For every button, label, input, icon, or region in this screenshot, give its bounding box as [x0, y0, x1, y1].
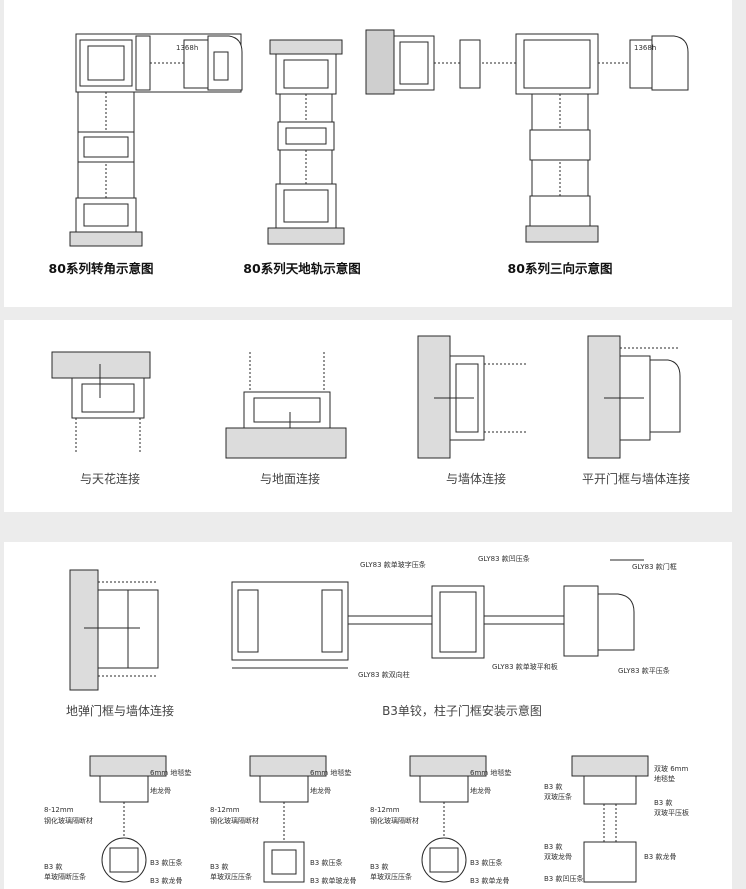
callout-door-frame: GLY83 款门框 [632, 563, 677, 571]
d4-label-b: 地毯垫 [654, 775, 675, 783]
callout-two-way-post: GLY83 款双向柱 [358, 671, 410, 679]
d2-label-e: B3 款 [210, 863, 229, 871]
caption-floor-ceiling: 80系列天地轨示意图 [243, 261, 361, 276]
d4-label-f: 双玻平压板 [654, 809, 689, 817]
floor-ceiling-diagram [267, 39, 345, 245]
swing-door-wall-diagram [587, 335, 681, 459]
d3-label-g: B3 款压条 [470, 859, 503, 867]
d1-label-b: 地龙骨 [150, 787, 171, 795]
d3-label-a: 6mm 地毯垫 [470, 769, 512, 777]
dim-label-corner: 1368h [176, 44, 199, 52]
d1-label-g: B3 款压条 [150, 859, 183, 867]
detail-3 [409, 755, 487, 883]
d1-label-a: 6mm 地毯垫 [150, 769, 192, 777]
d4-label-i: B3 款龙骨 [644, 853, 677, 861]
ceiling-connection-diagram [51, 351, 151, 452]
d3-label-c: 8-12mm [370, 806, 400, 814]
dim-label-threeway: 1368h [634, 44, 657, 52]
corner-diagram [69, 33, 243, 247]
detail-row [89, 755, 649, 883]
d4-label-d: 双玻压条 [544, 793, 572, 801]
d1-label-f: 单玻隔断压条 [44, 873, 86, 881]
caption-three-way: 80系列三向示意图 [507, 261, 613, 276]
d2-label-b: 地龙骨 [310, 787, 331, 795]
callout-flat-strip: GLY83 款平压条 [618, 667, 670, 675]
panel2-drawing [51, 335, 681, 459]
caption-b3-installation: B3单铰，柱子门框安装示意图 [382, 704, 542, 718]
panel-80-series-diagrams: 1368h 1368h 80系列转角示意图 80系列天地轨示意图 80系列三向示… [4, 0, 732, 307]
d4-label-j: B3 款凹压条 [544, 875, 584, 883]
d3-label-h: B3 款单龙骨 [470, 877, 510, 885]
floor-connection-diagram [225, 352, 347, 459]
floor-spring-door-diagram [69, 569, 159, 691]
d3-label-e: B3 款 [370, 863, 389, 871]
d3-label-f: 单玻双压压条 [370, 873, 412, 881]
detail-1 [89, 755, 167, 883]
panel-b3-installation: GLY83 款单玻字压条 GLY83 款凹压条 GLY83 款门框 GLY83 … [4, 542, 732, 889]
d4-label-h: 双玻龙骨 [544, 853, 572, 861]
caption-wall-connection: 与墙体连接 [445, 472, 507, 486]
b3-assembly-diagram [231, 559, 644, 669]
wall-connection-diagram [417, 335, 526, 459]
three-way-diagram [365, 29, 689, 243]
d2-label-h: B3 款单玻龙骨 [310, 877, 357, 885]
panel1-drawing [69, 29, 689, 247]
d4-label-g: B3 款 [544, 843, 563, 851]
callout-single-glass-plate: GLY83 款单玻平和板 [492, 663, 558, 671]
panel-connection-details: 与天花连接 与地面连接 与墙体连接 平开门框与墙体连接 [4, 320, 732, 512]
d2-label-g: B3 款压条 [310, 859, 343, 867]
d1-label-e: B3 款 [44, 863, 63, 871]
callout-single-glass-strip: GLY83 款单玻字压条 [360, 561, 426, 569]
caption-ceiling-connection: 与天花连接 [79, 472, 141, 486]
d4-label-e: B3 款 [654, 799, 673, 807]
caption-floor-connection: 与地面连接 [259, 472, 321, 486]
d1-label-h: B3 款龙骨 [150, 877, 183, 885]
d2-label-a: 6mm 地毯垫 [310, 769, 352, 777]
d3-label-d: 钢化玻璃隔断材 [370, 817, 419, 825]
detail-4 [571, 755, 649, 883]
callout-concave-strip: GLY83 款凹压条 [478, 555, 530, 563]
d4-label-c: B3 款 [544, 783, 563, 791]
caption-floor-spring-door: 地弹门框与墙体连接 [65, 704, 175, 718]
panel3-drawing [69, 559, 649, 883]
d4-label-a: 双玻 6mm [654, 765, 689, 773]
d1-label-d: 钢化玻璃隔断材 [44, 817, 93, 825]
d1-label-c: 8-12mm [44, 806, 74, 814]
d2-label-f: 单玻双压压条 [210, 873, 252, 881]
caption-corner: 80系列转角示意图 [48, 261, 154, 276]
d2-label-c: 8-12mm [210, 806, 240, 814]
caption-swing-door-wall: 平开门框与墙体连接 [581, 472, 691, 486]
detail-2 [249, 755, 327, 883]
d3-label-b: 地龙骨 [470, 787, 491, 795]
d2-label-d: 钢化玻璃隔断材 [210, 817, 259, 825]
